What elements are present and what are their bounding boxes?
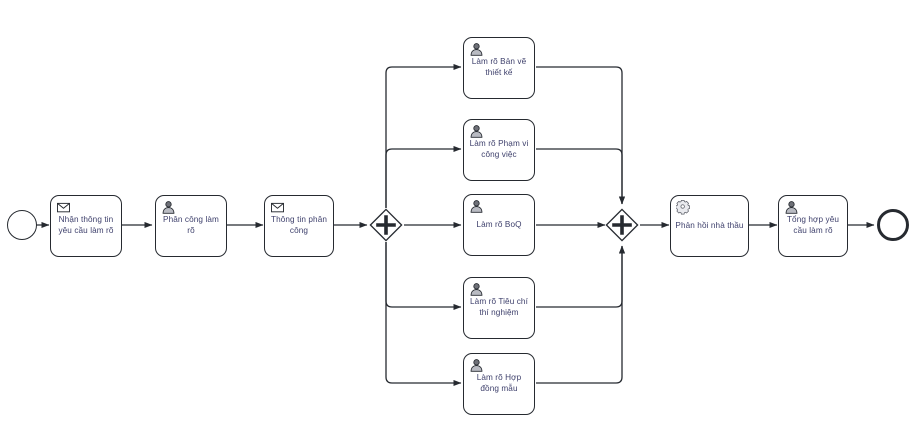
task-tong-hop-yeu-cau-lam-ro[interactable]: Tổng hợp yêu cầu làm rõ: [778, 195, 848, 257]
task-label: Tổng hợp yêu cầu làm rõ: [786, 215, 840, 235]
flow-split-to-b1: [385, 63, 462, 208]
task-lam-ro-pham-vi-cong-viec[interactable]: Làm rõ Phạm vi công việc: [463, 119, 535, 181]
flow-b5-to-join: [536, 245, 626, 384]
end-event[interactable]: [877, 209, 909, 241]
task-thong-tin-phan-cong[interactable]: Thông tin phân công: [264, 195, 334, 257]
flow-split-to-b4: [385, 242, 462, 311]
user-icon: [470, 125, 483, 138]
flow-b4-to-join: [536, 245, 626, 308]
user-icon: [470, 200, 483, 213]
task-phan-hoi-nha-thau[interactable]: Phản hồi nhà thầu: [670, 195, 749, 257]
task-label: Làm rõ BoQ: [476, 219, 522, 229]
user-icon: [785, 201, 798, 214]
user-icon: [162, 201, 175, 214]
task-label: Phản hồi nhà thầu: [675, 220, 744, 230]
parallel-split-gateway[interactable]: [369, 208, 403, 242]
envelope-icon: [57, 202, 70, 213]
task-lam-ro-boq[interactable]: Làm rõ BoQ: [463, 194, 535, 256]
task-label: Làm rõ Tiêu chí thí nghiệm: [470, 297, 528, 317]
task-lam-ro-hop-dong-mau[interactable]: Làm rõ Hợp đồng mẫu: [463, 353, 535, 415]
task-label: Làm rõ Bản vẽ thiết kế: [471, 57, 527, 77]
gateway-plus-icon: [369, 208, 403, 242]
parallel-join-gateway[interactable]: [605, 208, 639, 242]
flow-b1-to-join: [536, 66, 626, 205]
user-icon: [470, 283, 483, 296]
task-phan-cong-lam-ro[interactable]: Phân công làm rõ: [155, 195, 227, 257]
flow-b2-to-join: [536, 148, 626, 205]
task-lam-ro-ban-ve-thiet-ke[interactable]: Làm rõ Bản vẽ thiết kế: [463, 37, 535, 99]
task-label: Phân công làm rõ: [163, 215, 219, 235]
gear-icon: [676, 200, 690, 215]
envelope-icon: [271, 202, 284, 213]
start-event[interactable]: [7, 210, 37, 240]
task-lam-ro-tieu-chi-thi-nghiem[interactable]: Làm rõ Tiêu chí thí nghiệm: [463, 277, 535, 339]
flow-split-to-b2: [385, 145, 462, 208]
user-icon: [470, 359, 483, 372]
task-label: Làm rõ Hợp đồng mẫu: [476, 373, 522, 393]
task-label: Thông tin phân công: [270, 215, 328, 235]
task-label: Nhận thông tin yêu cầu làm rõ: [58, 215, 114, 235]
user-icon: [470, 43, 483, 56]
task-nhan-thong-tin[interactable]: Nhận thông tin yêu cầu làm rõ: [50, 195, 122, 257]
gateway-plus-icon: [605, 208, 639, 242]
task-label: Làm rõ Phạm vi công việc: [469, 139, 529, 159]
flow-split-to-b5: [385, 242, 462, 387]
